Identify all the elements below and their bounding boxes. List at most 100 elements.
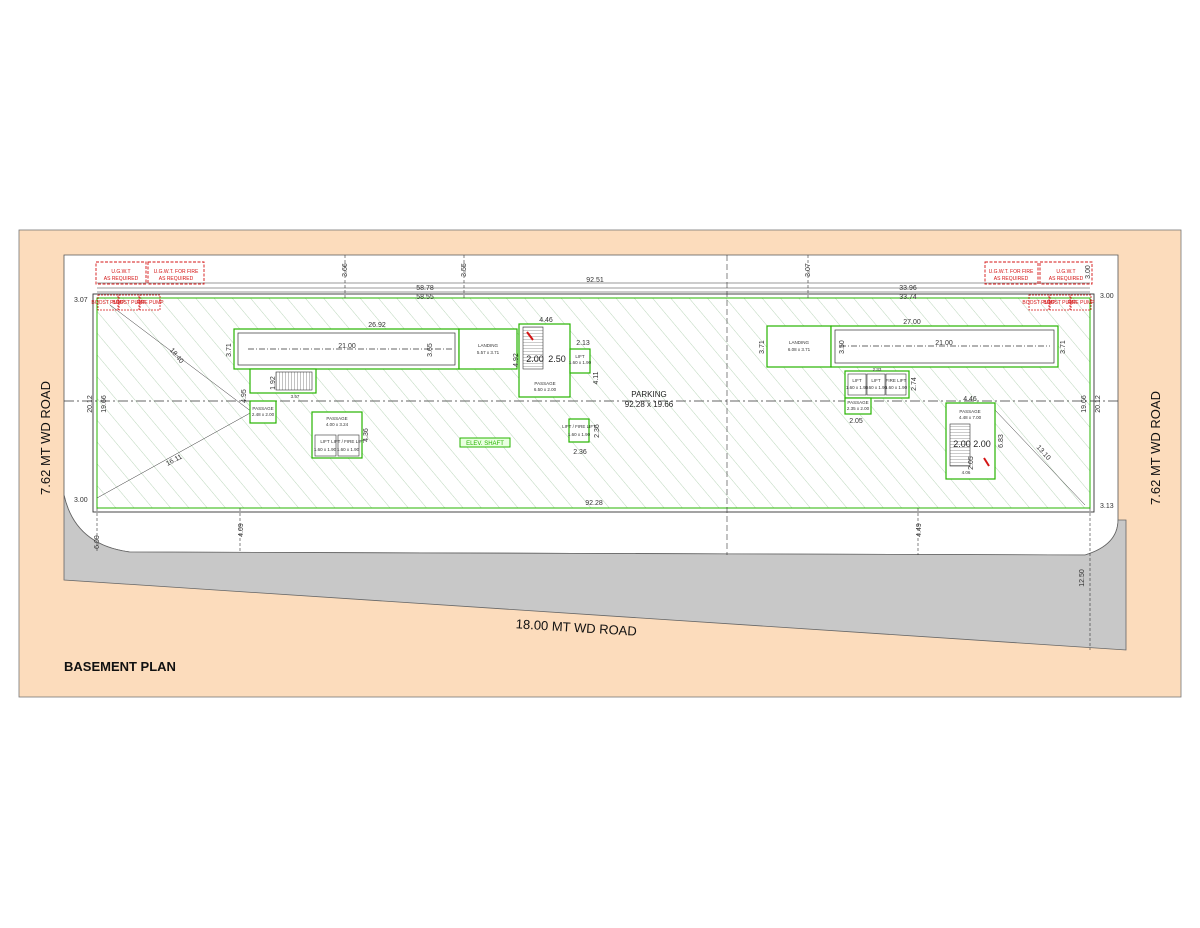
center-green-tag [459, 437, 511, 448]
road-bottom-label: 18.00 MT WD ROAD [515, 616, 637, 638]
dim-setback-a: 3.66 [342, 263, 349, 277]
passage-5-size: 4.48 x 7.00 [959, 415, 982, 420]
dim-683: 6.83 [998, 434, 1005, 448]
passage-2-lift-core: PASSAGE 4.00 x 3.24 LIFT 1.60 x 1.90 LIF… [311, 411, 370, 459]
passage-1-size: 2.48 x 2.00 [252, 412, 275, 417]
lift-7-label: FIRE LIFT [886, 378, 907, 383]
dim-right-offset-top: 3.00 [1100, 293, 1114, 300]
pump-left-2: BOOST PUMP [112, 300, 146, 306]
dim-left-offset-top: 3.07 [74, 297, 88, 304]
dim-left-offset-bottom: 3.00 [74, 497, 88, 504]
dim-left-depth-outer: 20.12 [87, 395, 94, 413]
lift-2-size: 1.60 x 1.90 [337, 447, 360, 452]
pump-right-1: BOOST PUMP [1022, 300, 1056, 306]
passage-1-label: PASSAGE [252, 406, 273, 411]
stair-left-small: 1.92 3.57 4.95 [241, 368, 317, 403]
lift-6-label: LIFT [871, 378, 881, 383]
parking-label: PARKING [631, 390, 666, 399]
passage-4-label: PASSAGE [847, 400, 868, 405]
passage-2-size: 4.00 x 3.24 [326, 422, 349, 427]
lift-4-size: 1.60 x 1.90 [568, 432, 591, 437]
stair-r-inner1: 2.00 [953, 439, 971, 449]
dim-ramp-left-h2: 3.65 [427, 343, 434, 357]
dim-stair-h1: 4.92 [513, 353, 520, 367]
dim-ramp-left-len: 26.92 [368, 322, 386, 329]
dim-stair-h2: 4.11 [593, 371, 600, 384]
left-ramp: 26.92 21.00 3.71 3.65 [226, 322, 460, 370]
dim-top-overall: 92.51 [586, 277, 604, 284]
dim-406: 4.06 [962, 470, 971, 475]
dim-ramp-right-len: 27.00 [903, 319, 921, 326]
tank-left-ugwt: U.G.W.T [111, 269, 130, 275]
passage-1: PASSAGE 2.48 x 2.00 [249, 400, 277, 424]
plan-title: BASEMENT PLAN [64, 659, 176, 674]
tank-right-req-1: AS REQUIRED [994, 276, 1029, 282]
tanks-left: U.G.W.T AS REQUIRED U.G.W.T. FOR FIRE AS… [91, 261, 205, 311]
tank-left-ugwt-fire: U.G.W.T. FOR FIRE [154, 269, 199, 275]
dim-274: 2.74 [911, 377, 918, 391]
dim-top-left-inner: 58.55 [416, 294, 434, 301]
dim-passage-h: 4.36 [363, 428, 370, 442]
dim-setback-c: 3.07 [805, 263, 812, 277]
tank-left-req-2: AS REQUIRED [159, 276, 194, 282]
lift-1-label: LIFT [320, 439, 330, 444]
landing-left-size: 5.57 x 3.71 [477, 350, 500, 355]
passage-3-label: PASSAGE [534, 381, 555, 386]
tank-right-ugwt: U.G.W.T [1056, 269, 1075, 275]
dim-stair-inner1: 2.00 [526, 354, 544, 364]
dim-bottom-overall: 92.28 [585, 500, 603, 507]
road-left-label: 7.62 MT WD ROAD [38, 381, 53, 495]
dim-ramp-left-h: 3.71 [226, 343, 233, 357]
landing-left: LANDING 5.57 x 3.71 [458, 328, 518, 370]
dim-205b: 2.05 [968, 456, 975, 470]
dim-depth-right: 19.66 [1081, 395, 1088, 413]
dim-357: 3.57 [291, 394, 300, 399]
lift-6-size: 1.60 x 1.90 [865, 385, 888, 390]
parking-size: 92.28 x 19.66 [625, 400, 674, 409]
landing-left-label: LANDING [478, 343, 499, 348]
lift-1-size: 1.60 x 1.90 [314, 447, 337, 452]
right-ramp: LANDING 6.08 x 3.71 27.00 21.00 3.71 3.5… [759, 319, 1067, 368]
dim-lift-w: 2.36 [573, 449, 587, 456]
dim-top-right-inner: 33.74 [899, 294, 917, 301]
lift-7-size: 1.60 x 1.90 [885, 385, 908, 390]
tank-right-ugwt-fire: U.G.W.T. FOR FIRE [989, 269, 1034, 275]
dim-ramp-right-h3: 3.71 [1060, 340, 1067, 354]
dim-192: 1.92 [270, 376, 277, 390]
dim-495: 4.95 [241, 389, 248, 403]
dim-ramp-right-inner: 21.00 [935, 340, 953, 347]
lift-3-size: 1.60 x 1.90 [569, 360, 592, 365]
pump-left-1: BOOST PUMP [91, 300, 125, 306]
top-dimension-lines [64, 255, 1118, 650]
dim-bottom-right-b: 12.50 [1079, 569, 1086, 587]
pump-right-2: BOOST PUMP [1043, 300, 1077, 306]
dim-stair-inner2: 2.50 [548, 354, 566, 364]
right-lift-core: LIFT 1.60 x 1.90 LIFT 1.60 x 1.90 FIRE L… [844, 367, 918, 425]
landing-right-size: 6.08 x 3.71 [788, 347, 811, 352]
dim-ramp-left-inner: 21.00 [338, 343, 356, 350]
passage-3-size: 6.50 x 2.00 [534, 387, 557, 392]
stair-core-middle: LIFT 1.60 x 1.90 PASSAGE 6.50 x 2.00 4.4… [513, 317, 600, 398]
dim-stair-w2: 2.13 [576, 340, 590, 347]
landing-right-label: LANDING [789, 340, 810, 345]
dim-lift-h: 2.36 [594, 424, 601, 438]
dim-bottom-right-a: 4.49 [916, 523, 923, 537]
passage-2-label: PASSAGE [326, 416, 347, 421]
center-green-label: ELEV. SHAFT [466, 441, 504, 447]
lift-4-label: LIFT / FIRE LIFT [562, 424, 596, 429]
dim-top-right-segment: 33.96 [899, 285, 917, 292]
tank-left-req-1: AS REQUIRED [104, 276, 139, 282]
dim-setback-d: 3.00 [1085, 265, 1092, 279]
tank-right-req-2: AS REQUIRED [1049, 276, 1084, 282]
lift-4-block: LIFT / FIRE LIFT 1.60 x 1.90 2.36 2.36 [562, 418, 601, 456]
dim-stair-w1: 4.46 [539, 317, 553, 324]
dim-bottom-left-a: 4.09 [238, 523, 245, 537]
tanks-right: U.G.W.T. FOR FIRE AS REQUIRED U.G.W.T AS… [984, 261, 1095, 311]
lift-5-label: LIFT [852, 378, 862, 383]
dim-right-depth-outer: 20.12 [1095, 395, 1102, 413]
pump-left-3: FIRE PUMP [136, 300, 164, 306]
dim-top-left-segment: 58.78 [416, 285, 434, 292]
stair-core-right: PASSAGE 4.48 x 7.00 4.46 6.83 2.05 4.06 … [945, 396, 1005, 480]
dim-right-offset-bottom: 3.13 [1100, 503, 1114, 510]
